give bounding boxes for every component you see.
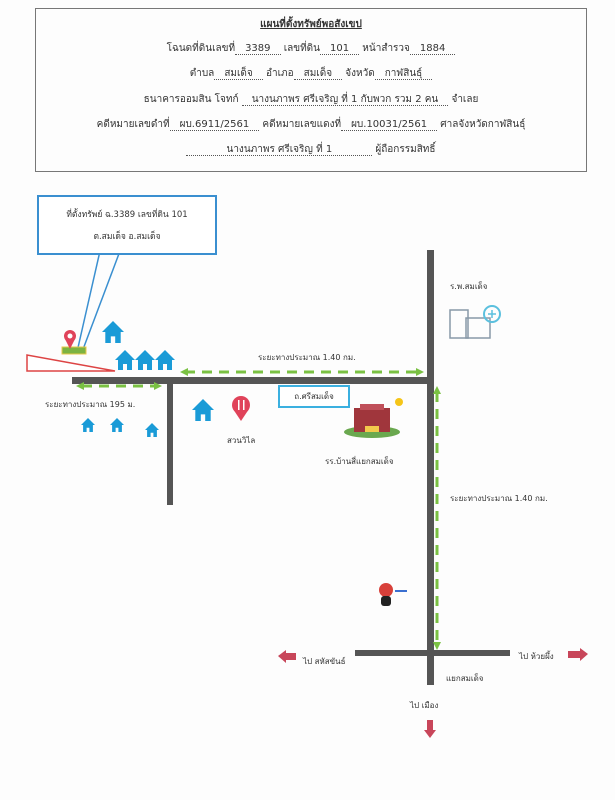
house-icon bbox=[192, 399, 214, 421]
arrow-east-icon bbox=[568, 648, 588, 661]
house-icon bbox=[110, 418, 124, 432]
parties-line: ธนาคารออมสิน โจทก์ นางนภาพร ศรีเจริญ ที่… bbox=[36, 92, 586, 107]
person-icon bbox=[379, 583, 407, 606]
distance-main-label: ระยะทางประมาณ 1.40 กม. bbox=[258, 353, 356, 362]
road-sri-somdet bbox=[72, 377, 434, 384]
label: ผู้ถือกรรมสิทธิ์ bbox=[375, 144, 436, 155]
location-line: ตำบลสมเด็จ อำเภอสมเด็จ จังหวัดกาฬสินธุ์ bbox=[36, 66, 586, 81]
province: กาฬสินธุ์ bbox=[374, 68, 433, 80]
callout-line-1: ที่ตั้งทรัพย์ ฉ.3389 เลขที่ดิน 101 bbox=[66, 210, 188, 220]
house-icon bbox=[145, 423, 159, 437]
house-icon bbox=[81, 418, 95, 432]
subdistrict: สมเด็จ bbox=[214, 68, 263, 80]
distance-left-label: ระยะทางประมาณ 195 ม. bbox=[45, 400, 136, 409]
label: คดีหมายเลขดำที่ bbox=[96, 119, 170, 130]
house-icon bbox=[102, 321, 124, 343]
to-west-label: ไป สหัสขันธ์ bbox=[303, 657, 346, 666]
road-side bbox=[167, 380, 173, 505]
owner-line: นางนภาพร ศรีเจริญ ที่ 1 ผู้ถือกรรมสิทธิ์ bbox=[36, 142, 586, 157]
hospital-icon bbox=[449, 305, 501, 339]
junction-label: แยกสมเด็จ bbox=[446, 674, 484, 683]
red-case: ผบ.10031/2561 bbox=[341, 119, 438, 131]
school-label: รร.บ้านสี่แยกสมเด็จ bbox=[325, 457, 394, 466]
restaurant-pin-icon bbox=[232, 396, 250, 421]
plaintiff: ธนาคารออมสิน bbox=[143, 94, 212, 105]
label: จังหวัด bbox=[345, 68, 375, 79]
road-name-label: ถ.ศรีสมเด็จ bbox=[278, 385, 350, 408]
label: จำเลย bbox=[451, 94, 479, 105]
land-no: 101 bbox=[320, 43, 360, 55]
house-icon bbox=[155, 350, 175, 370]
survey-no: 1884 bbox=[409, 43, 456, 55]
black-case: ผบ.6911/2561 bbox=[169, 119, 260, 131]
hospital-label: ร.พ.สมเด็จ bbox=[450, 282, 488, 291]
route-arrowheads bbox=[76, 368, 441, 650]
callout-line-2: ต.สมเด็จ อ.สมเด็จ bbox=[93, 232, 161, 242]
district: สมเด็จ bbox=[293, 68, 343, 80]
header-box: แผนที่ตั้งทรัพย์พอสังเขป โฉนดที่ดินเลขที… bbox=[35, 8, 587, 172]
label: เลขที่ดิน bbox=[283, 43, 321, 54]
defendant: นางนภาพร ศรีเจริญ ที่ 1 กับพวก รวม 2 คน bbox=[241, 94, 449, 106]
to-south-label: ไป เมือง bbox=[410, 701, 439, 710]
label: โจทก์ bbox=[214, 94, 239, 105]
distance-vertical-label: ระยะทางประมาณ 1.40 กม. bbox=[450, 494, 548, 503]
callout-pointer bbox=[76, 250, 121, 353]
property-callout: ที่ตั้งทรัพย์ ฉ.3389 เลขที่ดิน 101 ต.สมเ… bbox=[37, 195, 217, 255]
label: โฉนดที่ดินเลขที่ bbox=[166, 43, 236, 54]
house-icon bbox=[115, 350, 135, 370]
doc-title: แผนที่ตั้งทรัพย์พอสังเขป bbox=[260, 19, 362, 30]
deed-no: 3389 bbox=[235, 43, 281, 55]
label: อำเภอ bbox=[265, 68, 294, 79]
arrow-west-icon bbox=[278, 650, 296, 663]
direction-arrows bbox=[278, 648, 588, 738]
land-plot-icon bbox=[61, 346, 87, 355]
to-east-label: ไป ห้วยผึ้ง bbox=[519, 652, 554, 661]
label: หน้าสำรวจ bbox=[362, 43, 410, 54]
road-main-vertical bbox=[427, 250, 434, 685]
case-line: คดีหมายเลขดำที่ผบ.6911/2561 คดีหมายเลขแด… bbox=[36, 117, 586, 132]
roads bbox=[72, 250, 510, 685]
property-plot-marker bbox=[26, 354, 116, 372]
owner: นางนภาพร ศรีเจริญ ที่ 1 bbox=[186, 144, 373, 156]
school-icon bbox=[344, 398, 403, 438]
arrow-south-icon bbox=[424, 720, 436, 738]
house-icon bbox=[135, 350, 155, 370]
label: ตำบล bbox=[189, 68, 215, 79]
road-cross bbox=[355, 650, 510, 656]
houses bbox=[81, 321, 214, 437]
location-pin-icon bbox=[64, 330, 76, 349]
route-dashes bbox=[82, 370, 439, 642]
court: ศาลจังหวัดกาฬสินธุ์ bbox=[440, 119, 526, 130]
restaurant-label: สวนวิไล bbox=[227, 436, 256, 445]
label: คดีหมายเลขแดงที่ bbox=[262, 119, 342, 130]
